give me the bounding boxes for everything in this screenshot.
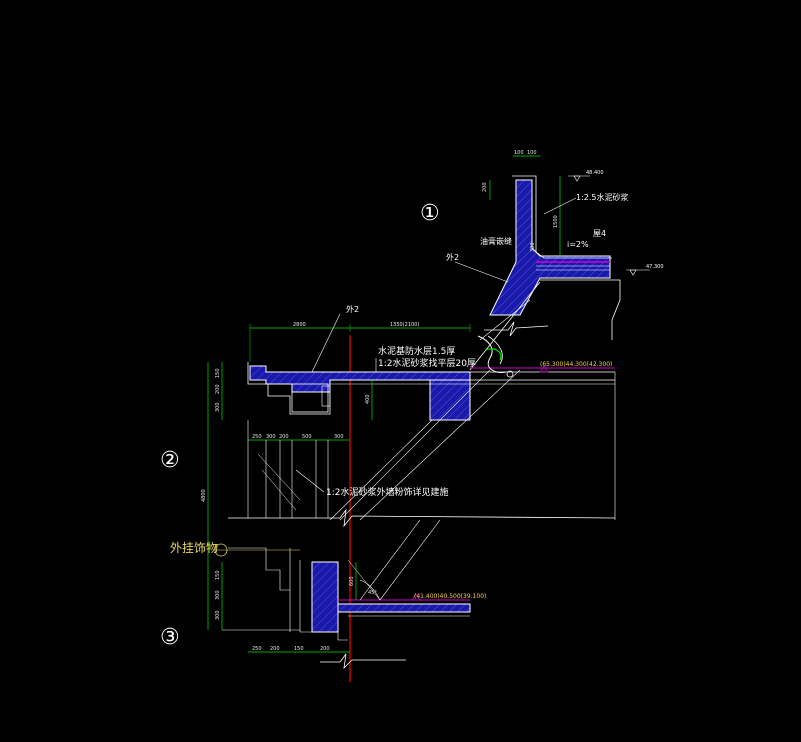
note-mortar-finish: 1:2水泥砂浆外墙粉饰详见建施 [326,486,449,498]
note-slope: i=2% [567,240,589,249]
lower-section: 45° [228,519,471,670]
level-top-right: 48.400 [586,170,604,176]
dim-left-v1: 150 [215,368,221,378]
dim-lower-v2: 300 [215,590,221,600]
dim-parapet-v1: 1500 [553,215,559,228]
callout-1: ① [420,201,440,226]
dim-left-total: 4800 [201,489,207,502]
dim-bottom-2: 300 [266,434,276,440]
note-mortar-top: 1:2.5水泥砂浆 [576,192,629,202]
dim-lower-w4: 200 [320,646,330,652]
top-dims: 100 100 200 1500 300 48.400 47.300 [482,150,664,276]
lower-wall-concrete [311,561,339,633]
dim-bottom-1: 250 [252,434,262,440]
dim-bottom-5: 300 [334,434,344,440]
dim-lower-w3: 150 [294,646,304,652]
note-asphalt: 油膏嵌缝 [480,236,512,246]
callout-2: ② [160,448,180,473]
note-waterproof-1: 水泥基防水层1.5厚 [378,345,455,357]
note-ornament: 外挂饰物 [170,541,218,555]
note-outer-b: 外2 [346,304,359,314]
dim-left-v2: 200 [215,384,221,394]
callout-3: ③ [160,625,180,650]
dim-slab-w1: 2800 [293,322,306,328]
dim-bottom-4: 500 [302,434,312,440]
lower-slab-concrete [337,603,471,613]
level-mid: (65.300)44.300(42.300) [540,361,612,368]
slab-dims: 2800 1350(2100) 外2 150 200 300 4800 400 … [201,304,471,630]
dim-lower-v1: 150 [215,570,221,580]
dim-parapet-h: 200 [482,182,488,192]
lower-angle: 45° [368,590,377,596]
dim-top-h2: 100 [527,150,537,156]
level-low: (41.400)40.500(39.100) [414,593,486,600]
dim-bottom-3: 200 [279,434,289,440]
parapet-section [469,175,621,371]
note-outer-a: 外2 [446,252,459,262]
parapet-concrete [489,179,611,316]
note-roof-tag: 屋4 [593,229,606,238]
beam-concrete [429,379,471,421]
dim-left-v3: 300 [215,402,221,412]
dim-lower-beam: 600 [349,576,355,586]
dim-parapet-v2: 300 [530,242,536,252]
dim-lower-v3: 300 [215,610,221,620]
dim-beam-v: 400 [365,394,371,404]
dim-lower-w1: 250 [252,646,262,652]
dim-top-h1: 100 [514,150,524,156]
lower-dims: 150 300 300 600 250 200 150 200 [215,562,357,653]
dim-slab-w2: 1350(2100) [390,322,419,328]
level-roof-right: 47.300 [646,264,664,270]
note-waterproof-2: 1:2水泥砂浆找平层20厚 [378,357,476,369]
dim-lower-w2: 200 [270,646,280,652]
